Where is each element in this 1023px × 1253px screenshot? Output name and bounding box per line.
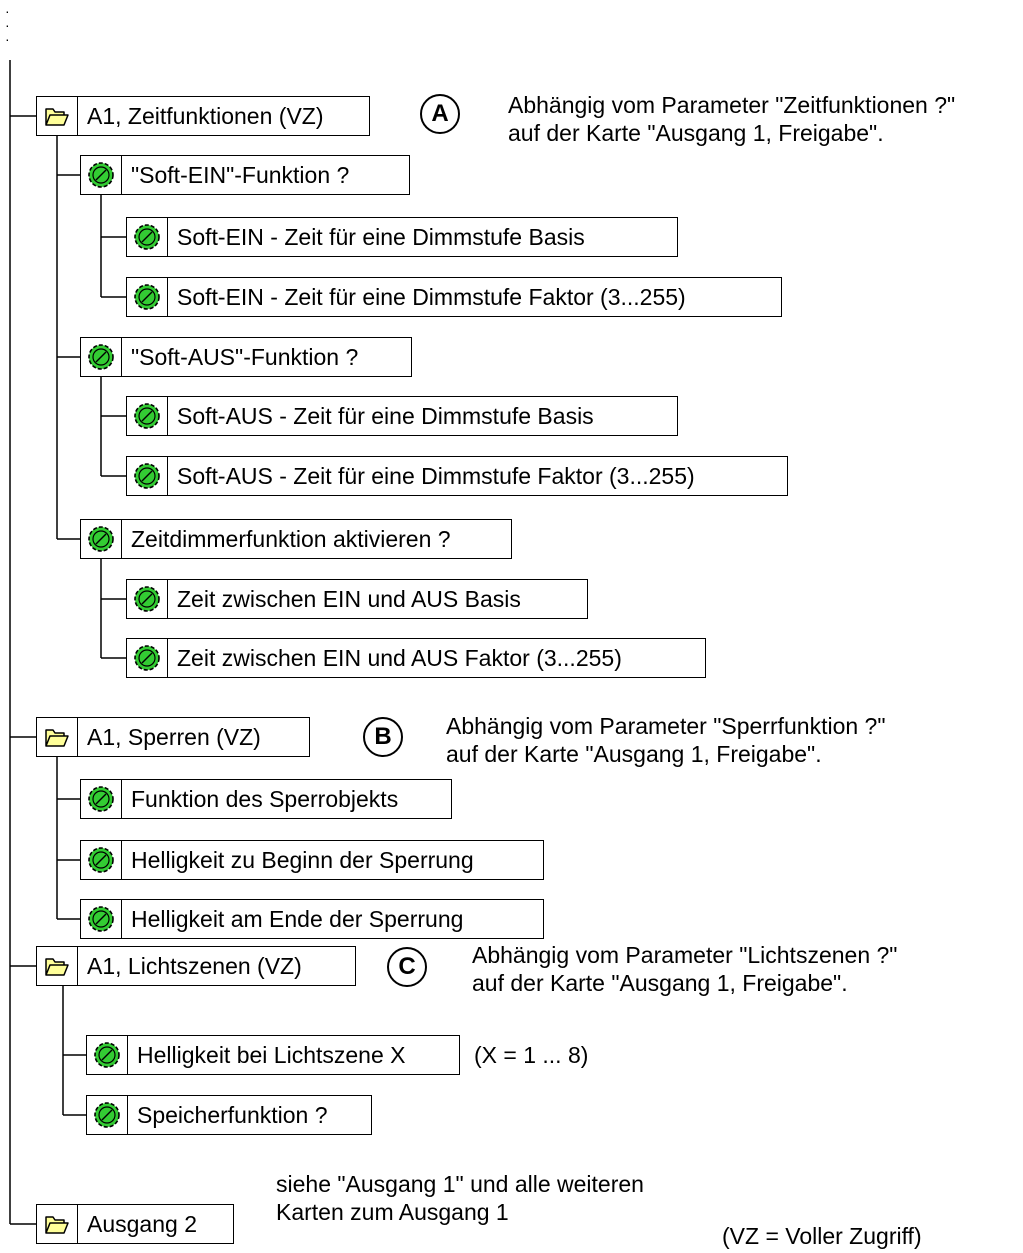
param-label: "Soft-AUS"-Funktion ? <box>131 343 359 370</box>
folder-node-lichtszenen[interactable]: A1, Lichtszenen (VZ) <box>36 946 356 986</box>
param-label: Helligkeit am Ende der Sperrung <box>131 905 464 932</box>
param-node-helligkeit-ende[interactable]: Helligkeit am Ende der Sperrung <box>80 899 544 939</box>
note-line: siehe "Ausgang 1" und alle weiteren <box>276 1171 644 1197</box>
param-node-zeitdimmer[interactable]: Zeitdimmerfunktion aktivieren ? <box>80 519 512 559</box>
parameter-icon <box>81 780 122 818</box>
note-line: auf der Karte "Ausgang 1, Freigabe". <box>472 970 848 996</box>
parameter-icon <box>127 397 168 435</box>
param-label: Soft-EIN - Zeit für eine Dimmstufe Fakto… <box>177 283 686 310</box>
param-label: Zeit zwischen EIN und AUS Faktor (3...25… <box>177 644 622 671</box>
note-c: Abhängig vom Parameter "Lichtszenen ?" a… <box>472 941 897 997</box>
folder-label: A1, Sperren (VZ) <box>87 723 261 750</box>
parameter-icon <box>127 580 168 618</box>
marker-a: A <box>420 94 460 134</box>
folder-node-sperren[interactable]: A1, Sperren (VZ) <box>36 717 310 757</box>
param-label: Funktion des Sperrobjekts <box>131 785 399 812</box>
ellipsis-continuation: ··· <box>5 3 10 47</box>
folder-label: Ausgang 2 <box>87 1210 197 1237</box>
param-label: Soft-AUS - Zeit für eine Dimmstufe Basis <box>177 402 594 429</box>
note-b: Abhängig vom Parameter "Sperrfunktion ?"… <box>446 712 886 768</box>
marker-c: C <box>387 947 427 987</box>
note-line: auf der Karte "Ausgang 1, Freigabe". <box>508 120 884 146</box>
folder-icon <box>37 947 78 985</box>
parameter-icon <box>81 841 122 879</box>
param-label: "Soft-EIN"-Funktion ? <box>131 161 350 188</box>
param-label: Speicherfunktion ? <box>137 1101 328 1128</box>
param-node-zeit-faktor[interactable]: Zeit zwischen EIN und AUS Faktor (3...25… <box>126 638 706 678</box>
footnote: (VZ = Voller Zugriff) <box>722 1223 922 1249</box>
note-ausgang-2: siehe "Ausgang 1" und alle weiteren Kart… <box>276 1170 644 1226</box>
folder-icon <box>37 1205 78 1243</box>
parameter-icon <box>127 278 168 316</box>
param-node-speicherfunktion[interactable]: Speicherfunktion ? <box>86 1095 372 1135</box>
parameter-icon <box>87 1096 128 1134</box>
lichtszene-range-annotation: (X = 1 ... 8) <box>474 1042 589 1068</box>
parameter-icon <box>81 338 122 376</box>
note-line: Abhängig vom Parameter "Lichtszenen ?" <box>472 942 898 968</box>
param-node-helligkeit-beginn[interactable]: Helligkeit zu Beginn der Sperrung <box>80 840 544 880</box>
parameter-icon <box>127 218 168 256</box>
param-node-zeit-basis[interactable]: Zeit zwischen EIN und AUS Basis <box>126 579 588 619</box>
param-node-soft-ein-faktor[interactable]: Soft-EIN - Zeit für eine Dimmstufe Fakto… <box>126 277 782 317</box>
note-line: Abhängig vom Parameter "Zeitfunktionen ?… <box>508 92 956 118</box>
folder-label: A1, Lichtszenen (VZ) <box>87 952 302 979</box>
param-node-soft-aus-faktor[interactable]: Soft-AUS - Zeit für eine Dimmstufe Fakto… <box>126 456 788 496</box>
param-node-soft-ein-basis[interactable]: Soft-EIN - Zeit für eine Dimmstufe Basis <box>126 217 678 257</box>
folder-label: A1, Zeitfunktionen (VZ) <box>87 102 324 129</box>
parameter-icon <box>127 639 168 677</box>
note-a: Abhängig vom Parameter "Zeitfunktionen ?… <box>508 91 955 147</box>
marker-b: B <box>363 717 403 757</box>
note-line: Karten zum Ausgang 1 <box>276 1199 509 1225</box>
folder-node-ausgang-2[interactable]: Ausgang 2 <box>36 1204 234 1244</box>
param-label: Zeit zwischen EIN und AUS Basis <box>177 585 521 612</box>
param-label: Helligkeit zu Beginn der Sperrung <box>131 846 474 873</box>
note-line: Abhängig vom Parameter "Sperrfunktion ?" <box>446 713 886 739</box>
param-node-sperrobjekt[interactable]: Funktion des Sperrobjekts <box>80 779 452 819</box>
param-label: Zeitdimmerfunktion aktivieren ? <box>131 525 451 552</box>
note-line: auf der Karte "Ausgang 1, Freigabe". <box>446 741 822 767</box>
param-label: Soft-AUS - Zeit für eine Dimmstufe Fakto… <box>177 462 695 489</box>
parameter-icon <box>87 1036 128 1074</box>
param-label: Soft-EIN - Zeit für eine Dimmstufe Basis <box>177 223 585 250</box>
parameter-icon <box>127 457 168 495</box>
folder-icon <box>37 718 78 756</box>
parameter-icon <box>81 156 122 194</box>
parameter-icon <box>81 900 122 938</box>
param-node-soft-aus[interactable]: "Soft-AUS"-Funktion ? <box>80 337 412 377</box>
folder-node-zeitfunktionen[interactable]: A1, Zeitfunktionen (VZ) <box>36 96 370 136</box>
folder-icon <box>37 97 78 135</box>
param-node-soft-ein[interactable]: "Soft-EIN"-Funktion ? <box>80 155 410 195</box>
param-node-soft-aus-basis[interactable]: Soft-AUS - Zeit für eine Dimmstufe Basis <box>126 396 678 436</box>
parameter-icon <box>81 520 122 558</box>
param-node-lichtszene-x[interactable]: Helligkeit bei Lichtszene X <box>86 1035 460 1075</box>
param-label: Helligkeit bei Lichtszene X <box>137 1041 406 1068</box>
